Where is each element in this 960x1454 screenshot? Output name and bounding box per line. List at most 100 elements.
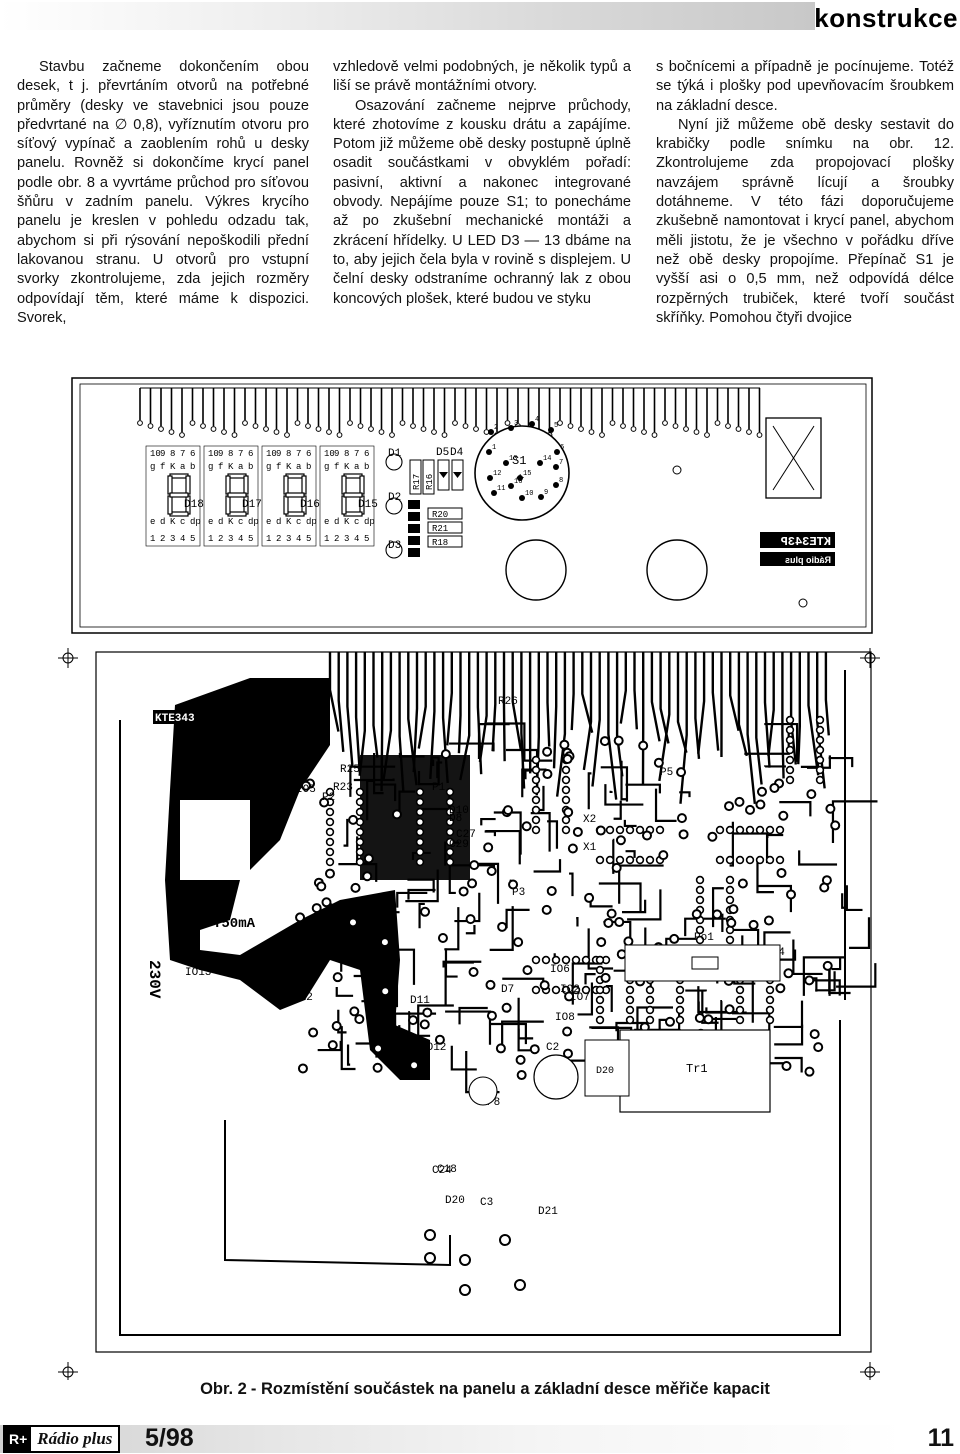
pcb-trace (335, 987, 354, 997)
pcb-pad (420, 906, 431, 917)
ic-pad (815, 775, 825, 785)
pcb-trace (478, 652, 488, 763)
segment-label: g (266, 462, 271, 472)
segment-label: e (208, 517, 213, 527)
pcb-pad (724, 801, 735, 812)
pcb-trace (591, 652, 601, 787)
digit-pin-label: 7 (354, 449, 359, 459)
pcb-trace (337, 1009, 347, 1034)
ic-pad (785, 755, 795, 765)
pcb-trace (501, 1020, 544, 1052)
pcb-trace (484, 830, 497, 837)
resistor-body (409, 459, 422, 495)
segment-label: dp (248, 517, 259, 527)
digit-pin-label: 6 (364, 449, 369, 459)
component-label: C3 (480, 1197, 493, 1209)
panel-pad (147, 423, 154, 429)
switch-pin-label: 9 (544, 489, 548, 497)
pcb-pad (437, 933, 448, 944)
ic-pad (595, 1015, 605, 1025)
pcb-pad (825, 803, 836, 814)
segment (343, 473, 363, 479)
segment (227, 492, 247, 498)
switch-pin (537, 460, 543, 466)
component-label: IO2 (560, 984, 580, 996)
pcb-trace (457, 652, 462, 754)
main-board-outline (95, 651, 872, 1353)
switch-outline (474, 425, 570, 521)
switch-pin-label: 10 (525, 490, 533, 498)
switch-pin (488, 429, 494, 435)
segment-label: g (150, 462, 155, 472)
digit-pin-label: 7 (180, 449, 185, 459)
panel-pad (378, 429, 385, 435)
segment (225, 495, 231, 515)
led-outline (385, 453, 403, 471)
pcb-pad (495, 1043, 506, 1054)
component-label: P3 (512, 887, 525, 899)
pcb-pad (763, 915, 774, 926)
ic-pad (561, 955, 571, 965)
paragraph: Nyní již můžeme obě desky sestavit do kr… (656, 116, 954, 326)
ic-pad (695, 875, 705, 885)
panel-pad (557, 420, 563, 426)
ic-pad (815, 755, 825, 765)
ic-pad (635, 855, 645, 865)
panel-pad (662, 420, 668, 426)
digit-pin-label: 5 (364, 534, 369, 544)
segment (359, 475, 365, 495)
digit-label: D18 (184, 499, 204, 511)
pcb-trace (450, 1045, 477, 1071)
logo-rplus: R+ (5, 1427, 32, 1451)
segment-label: g (324, 462, 329, 472)
segment-label: f (218, 462, 223, 472)
section-title: konstrukce (814, 3, 958, 33)
pcb-pad (562, 1026, 573, 1037)
segment-label: e (266, 517, 271, 527)
panel-pad (431, 429, 437, 435)
ic-pad (531, 755, 541, 765)
text-column-1: Stavbu začneme dokončením obou desek, t … (17, 58, 309, 328)
page-footer: R+ Rádio plus 5/98 11 (0, 1422, 960, 1454)
pcb-pad (562, 1048, 573, 1059)
panel-pad (578, 426, 584, 432)
digit-pin-label: 10 (150, 449, 161, 459)
panel-pad (347, 420, 353, 426)
panel-pad (683, 426, 689, 432)
pcb-trace (598, 882, 642, 913)
pcb-trace (454, 892, 481, 923)
ic-pad (531, 825, 541, 835)
ic-pad (561, 795, 571, 805)
ic-pad (695, 885, 705, 895)
pcb-trace (505, 908, 530, 929)
digit-pin-label: 5 (306, 534, 311, 544)
pcb-pad (567, 843, 578, 854)
switch-pin-label: 5 (554, 422, 558, 430)
segment-label: K (170, 462, 176, 472)
panel-pad (609, 420, 616, 426)
digit-pin-label: 8 (344, 449, 349, 459)
segment-label: dp (364, 517, 375, 527)
fuse-label: T50mA (213, 916, 256, 932)
segment (343, 511, 363, 517)
pcb-pad (819, 882, 830, 893)
ic-pad (325, 837, 335, 847)
pcb-trace (444, 907, 460, 951)
pcb-pad (514, 1279, 526, 1291)
pcb-trace (781, 652, 785, 779)
digit-pin-label: 4 (354, 534, 359, 544)
pcb-pad (465, 914, 476, 925)
pcb-trace (623, 819, 637, 828)
pcb-trace (417, 1004, 454, 1043)
segment-label: d (276, 517, 281, 527)
pcb-trace (806, 755, 831, 769)
panel-pad (399, 420, 406, 426)
ic-pad (785, 725, 795, 735)
pcb-pad (691, 909, 702, 920)
pcb-pad (786, 889, 797, 900)
panel-pad (408, 536, 420, 545)
switch-pin-label: 12 (493, 470, 501, 478)
panel-pad (357, 423, 364, 429)
segment (169, 473, 189, 479)
resistor-label: R18 (432, 538, 448, 548)
